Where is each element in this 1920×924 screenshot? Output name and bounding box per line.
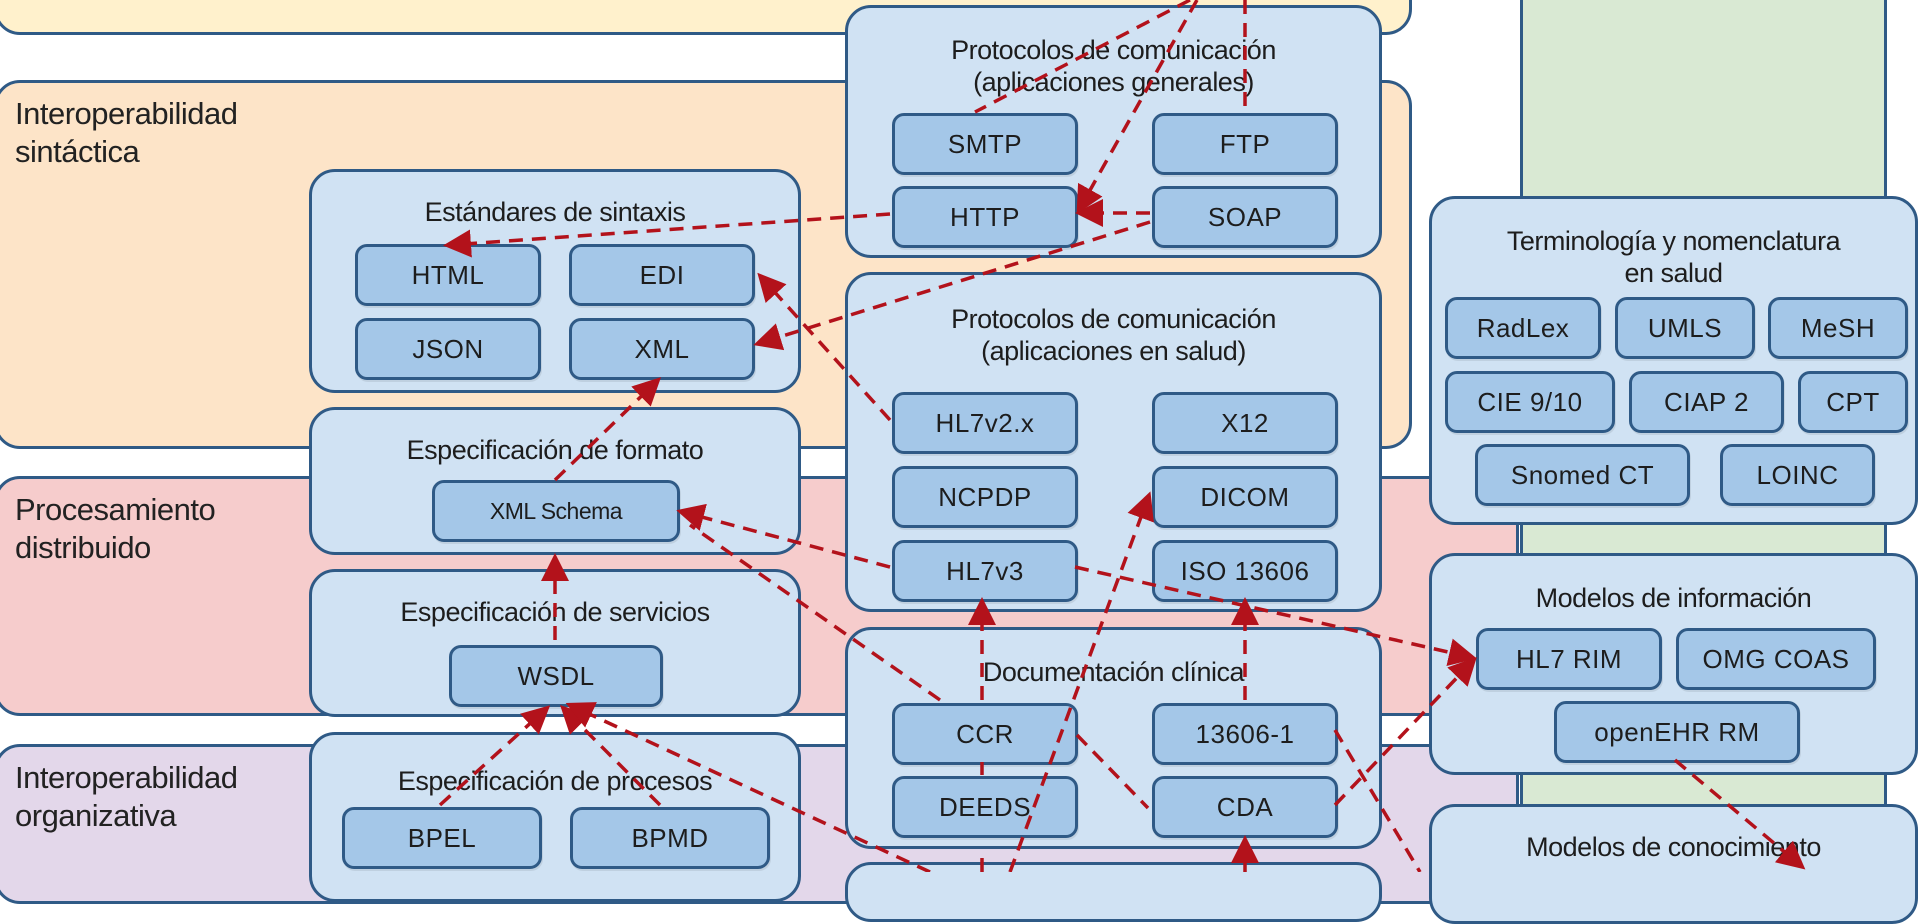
item-cpt[interactable]: CPT: [1798, 371, 1908, 433]
item-13606-1[interactable]: 13606-1: [1152, 703, 1338, 765]
group-title: Especificación de servicios: [400, 597, 710, 627]
item-umls[interactable]: UMLS: [1615, 297, 1755, 359]
item-loinc[interactable]: LOINC: [1720, 444, 1875, 506]
item-hl7v2x[interactable]: HL7v2.x: [892, 392, 1078, 454]
item-iso-13606[interactable]: ISO 13606: [1152, 540, 1338, 602]
item-cda[interactable]: CDA: [1152, 776, 1338, 838]
group-general-protocols: Protocolos de comunicación (aplicaciones…: [845, 5, 1382, 258]
item-xml-schema[interactable]: XML Schema: [432, 480, 680, 542]
item-bpel[interactable]: BPEL: [342, 807, 542, 869]
item-ciap-2[interactable]: CIAP 2: [1629, 371, 1784, 433]
group-title: Terminología y nomenclatura en salud: [1506, 226, 1841, 288]
group-knowledge-models: Modelos de conocimiento: [1429, 804, 1918, 924]
group-title: Documentación clínica: [982, 657, 1245, 687]
item-soap[interactable]: SOAP: [1152, 186, 1338, 248]
group-title: Protocolos de comunicación (aplicaciones…: [951, 304, 1276, 366]
group-title: Modelos de conocimiento: [1526, 832, 1821, 862]
item-x12[interactable]: X12: [1152, 392, 1338, 454]
item-json[interactable]: JSON: [355, 318, 541, 380]
item-smtp[interactable]: SMTP: [892, 113, 1078, 175]
group-title: Especificación de formato: [406, 435, 704, 465]
group-information-models: Modelos de información HL7 RIM OMG COAS …: [1429, 553, 1918, 775]
layer-label-syntactic: Interoperabilidad sintáctica: [15, 96, 238, 169]
group-process-specification: Especificación de procesos BPEL BPMD: [309, 732, 801, 902]
group-clinical-documentation: Documentación clínica CCR 13606-1 DEEDS …: [845, 627, 1382, 849]
item-openehr-rm[interactable]: openEHR RM: [1554, 701, 1800, 763]
item-html[interactable]: HTML: [355, 244, 541, 306]
item-hl7v3[interactable]: HL7v3: [892, 540, 1078, 602]
group-title: Especificación de procesos: [397, 766, 713, 796]
item-snomed-ct[interactable]: Snomed CT: [1475, 444, 1690, 506]
group-services-specification: Especificación de servicios WSDL: [309, 569, 801, 717]
item-ftp[interactable]: FTP: [1152, 113, 1338, 175]
group-bottom-partial: [845, 862, 1382, 922]
group-title: Modelos de información: [1535, 583, 1812, 613]
item-http[interactable]: HTTP: [892, 186, 1078, 248]
layer-label-organizational: Interoperabilidad organizativa: [15, 760, 238, 833]
item-dicom[interactable]: DICOM: [1152, 466, 1338, 528]
item-radlex[interactable]: RadLex: [1445, 297, 1601, 359]
item-bpmd[interactable]: BPMD: [570, 807, 770, 869]
item-hl7-rim[interactable]: HL7 RIM: [1476, 628, 1662, 690]
item-ccr[interactable]: CCR: [892, 703, 1078, 765]
item-deeds[interactable]: DEEDS: [892, 776, 1078, 838]
item-wsdl[interactable]: WSDL: [449, 645, 663, 707]
item-xml[interactable]: XML: [569, 318, 755, 380]
group-health-protocols: Protocolos de comunicación (aplicaciones…: [845, 272, 1382, 612]
group-title: Estándares de sintaxis: [424, 197, 686, 227]
item-edi[interactable]: EDI: [569, 244, 755, 306]
group-health-terminology: Terminología y nomenclatura en salud Rad…: [1429, 196, 1918, 525]
item-omg-coas[interactable]: OMG COAS: [1676, 628, 1876, 690]
group-syntax-standards: Estándares de sintaxis HTML EDI JSON XML: [309, 169, 801, 393]
group-format-specification: Especificación de formato XML Schema: [309, 407, 801, 555]
group-title: Protocolos de comunicación (aplicaciones…: [951, 35, 1276, 97]
item-ncpdp[interactable]: NCPDP: [892, 466, 1078, 528]
layer-label-distributed: Procesamiento distribuido: [15, 492, 216, 565]
item-cie-9-10[interactable]: CIE 9/10: [1445, 371, 1615, 433]
item-mesh[interactable]: MeSH: [1768, 297, 1908, 359]
